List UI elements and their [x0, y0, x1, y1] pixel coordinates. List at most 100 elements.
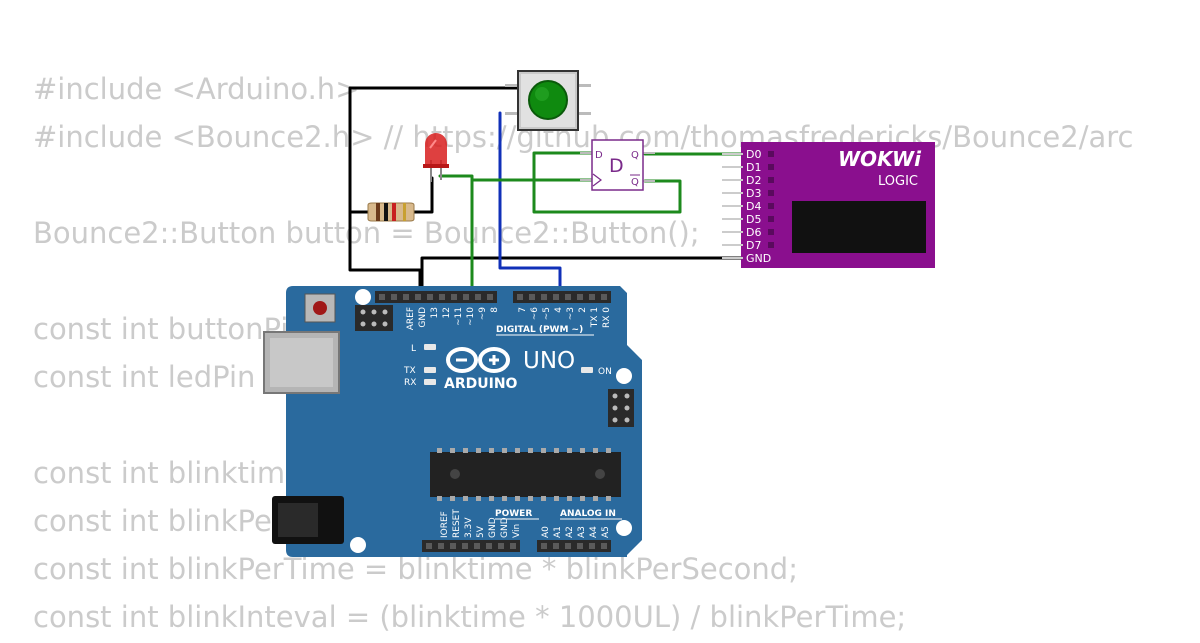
- power-analog-header: [422, 540, 611, 552]
- header-pin[interactable]: [415, 294, 421, 300]
- digital-header: [375, 291, 611, 303]
- digital-pin-label: ~6: [530, 307, 540, 321]
- header-pin[interactable]: [438, 543, 444, 549]
- header-pin[interactable]: [426, 543, 432, 549]
- logic-pin-pad: [768, 216, 774, 222]
- header-pin[interactable]: [427, 294, 433, 300]
- header-pin[interactable]: [498, 543, 504, 549]
- resistor[interactable]: [367, 202, 415, 222]
- header-pin[interactable]: [462, 543, 468, 549]
- flipflop-qbar-pin: Q: [631, 177, 639, 188]
- led-tx: [424, 367, 436, 373]
- logic-pin-pad: [768, 164, 774, 170]
- logic-pin-pad: [768, 203, 774, 209]
- header-pin[interactable]: [474, 543, 480, 549]
- logic-pin-label: D2: [746, 174, 761, 187]
- code-line: const int blinktime: [33, 456, 304, 490]
- code-line: Bounce2::Button button = Bounce2::Button…: [33, 216, 700, 250]
- digital-pin-label: 2: [578, 307, 588, 313]
- header-pin[interactable]: [541, 543, 547, 549]
- led-tx-label: TX: [403, 366, 416, 376]
- digital-pin-label: RX 0: [602, 307, 612, 328]
- header-pin[interactable]: [510, 543, 516, 549]
- led-on: [581, 367, 593, 373]
- header-pin[interactable]: [379, 294, 385, 300]
- wire-black-led-resistor: [412, 176, 434, 214]
- header-pin[interactable]: [553, 543, 559, 549]
- digital-pin-label: 4: [554, 307, 564, 313]
- digital-pin-label: 13: [430, 307, 440, 318]
- header-pin[interactable]: [463, 294, 469, 300]
- analog-pin-label: A4: [589, 526, 599, 538]
- header-pin[interactable]: [565, 543, 571, 549]
- header-pin[interactable]: [541, 294, 547, 300]
- power-pin-label: GND: [488, 517, 498, 538]
- analog-pin-label: A0: [541, 526, 551, 538]
- led-l-label: L: [411, 344, 416, 354]
- code-line: const int blinkPer: [33, 504, 284, 538]
- header-pin[interactable]: [577, 294, 583, 300]
- header-pin[interactable]: [601, 294, 607, 300]
- digital-pin-label: AREF: [406, 307, 416, 330]
- logic-pin-label: D6: [746, 226, 761, 239]
- flipflop-d-pin: D: [595, 150, 603, 161]
- code-line: const int blinkPerTime = blinktime * bli…: [33, 552, 798, 586]
- logic-pin-label: D1: [746, 161, 761, 174]
- logic-pin-pad: [768, 242, 774, 248]
- logic-display: [792, 201, 926, 253]
- header-pin[interactable]: [475, 294, 481, 300]
- header-pin[interactable]: [391, 294, 397, 300]
- digital-pin-label: ~10: [466, 307, 476, 326]
- power-pin-label: 3.3V: [464, 517, 474, 538]
- digital-label: DIGITAL (PWM ~): [496, 325, 583, 335]
- analog-pin-label: A3: [577, 526, 587, 538]
- header-pin[interactable]: [439, 294, 445, 300]
- header-pin[interactable]: [589, 543, 595, 549]
- header-pin[interactable]: [565, 294, 571, 300]
- push-button[interactable]: [505, 70, 591, 131]
- header-pin[interactable]: [517, 294, 523, 300]
- header-pin[interactable]: [403, 294, 409, 300]
- header-pin[interactable]: [529, 294, 535, 300]
- digital-pin-label: 7: [518, 307, 528, 313]
- digital-pin-label: 8: [490, 307, 500, 313]
- logic-pin-label: D4: [746, 200, 761, 213]
- header-pin[interactable]: [589, 294, 595, 300]
- code-line: const int blinkInteval = (blinktime * 10…: [33, 600, 907, 634]
- digital-pin-label: ~11: [454, 307, 464, 326]
- digital-pin-label: ~9: [478, 307, 488, 321]
- analog-pin-label: A2: [565, 526, 575, 538]
- header-pin[interactable]: [451, 294, 457, 300]
- header-pin[interactable]: [486, 543, 492, 549]
- digital-pin-label: 12: [442, 307, 452, 318]
- header-pin[interactable]: [487, 294, 493, 300]
- led-l: [424, 344, 436, 350]
- red-led[interactable]: [423, 133, 449, 182]
- header-pin[interactable]: [553, 294, 559, 300]
- analog-pin-label: A5: [601, 526, 611, 538]
- led-rx: [424, 379, 436, 385]
- header-pin[interactable]: [601, 543, 607, 549]
- flipflop-q-pin: Q: [631, 150, 639, 161]
- led-on-label: ON: [598, 367, 612, 377]
- header-pin[interactable]: [450, 543, 456, 549]
- wire-green-led-pin10: [438, 174, 474, 299]
- logic-pin-label: D0: [746, 148, 761, 161]
- logic-pin-label: D7: [746, 239, 761, 252]
- logic-pin-label: D3: [746, 187, 761, 200]
- logic-pin-pad: [768, 151, 774, 157]
- arduino-model: UNO: [523, 348, 575, 374]
- power-pin-label: Vin: [512, 524, 522, 538]
- wire-blue-button-pin2: [498, 111, 562, 299]
- header-pin[interactable]: [577, 543, 583, 549]
- analog-label: ANALOG IN: [560, 509, 616, 519]
- d-flipflop[interactable]: D D Q Q: [580, 139, 655, 191]
- digital-pin-label: ~3: [566, 307, 576, 320]
- power-pin-label: 5V: [476, 525, 486, 538]
